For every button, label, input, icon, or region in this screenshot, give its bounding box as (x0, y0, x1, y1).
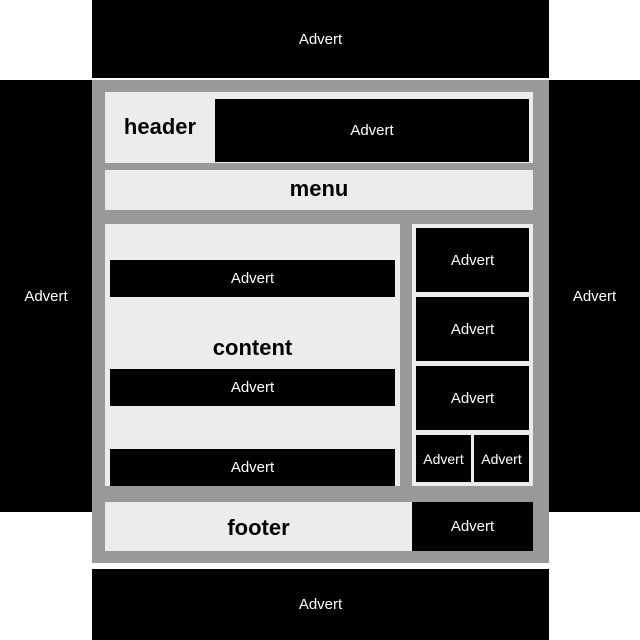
advert-content-3[interactable]: Advert (110, 449, 395, 486)
advert-sidebar-3[interactable]: Advert (416, 366, 529, 430)
advert-left[interactable]: Advert (0, 80, 92, 512)
header-label: header (123, 114, 197, 139)
advert-sidebar-2[interactable]: Advert (416, 297, 529, 361)
advert-content-2[interactable]: Advert (110, 369, 395, 406)
advert-bottom[interactable]: Advert (92, 569, 549, 640)
advert-footer[interactable]: Advert (412, 502, 533, 551)
content-label: content (212, 335, 293, 360)
footer-label: footer (227, 515, 290, 540)
advert-right[interactable]: Advert (549, 80, 640, 512)
advert-top[interactable]: Advert (92, 0, 549, 78)
advert-header[interactable]: Advert (215, 99, 529, 162)
menu-label: menu (289, 176, 349, 201)
advert-sidebar-1[interactable]: Advert (416, 228, 529, 292)
advert-sidebar-4[interactable]: Advert (416, 435, 471, 482)
menu-region[interactable] (105, 170, 533, 210)
advert-content-1[interactable]: Advert (110, 260, 395, 297)
advert-sidebar-5[interactable]: Advert (474, 435, 529, 482)
